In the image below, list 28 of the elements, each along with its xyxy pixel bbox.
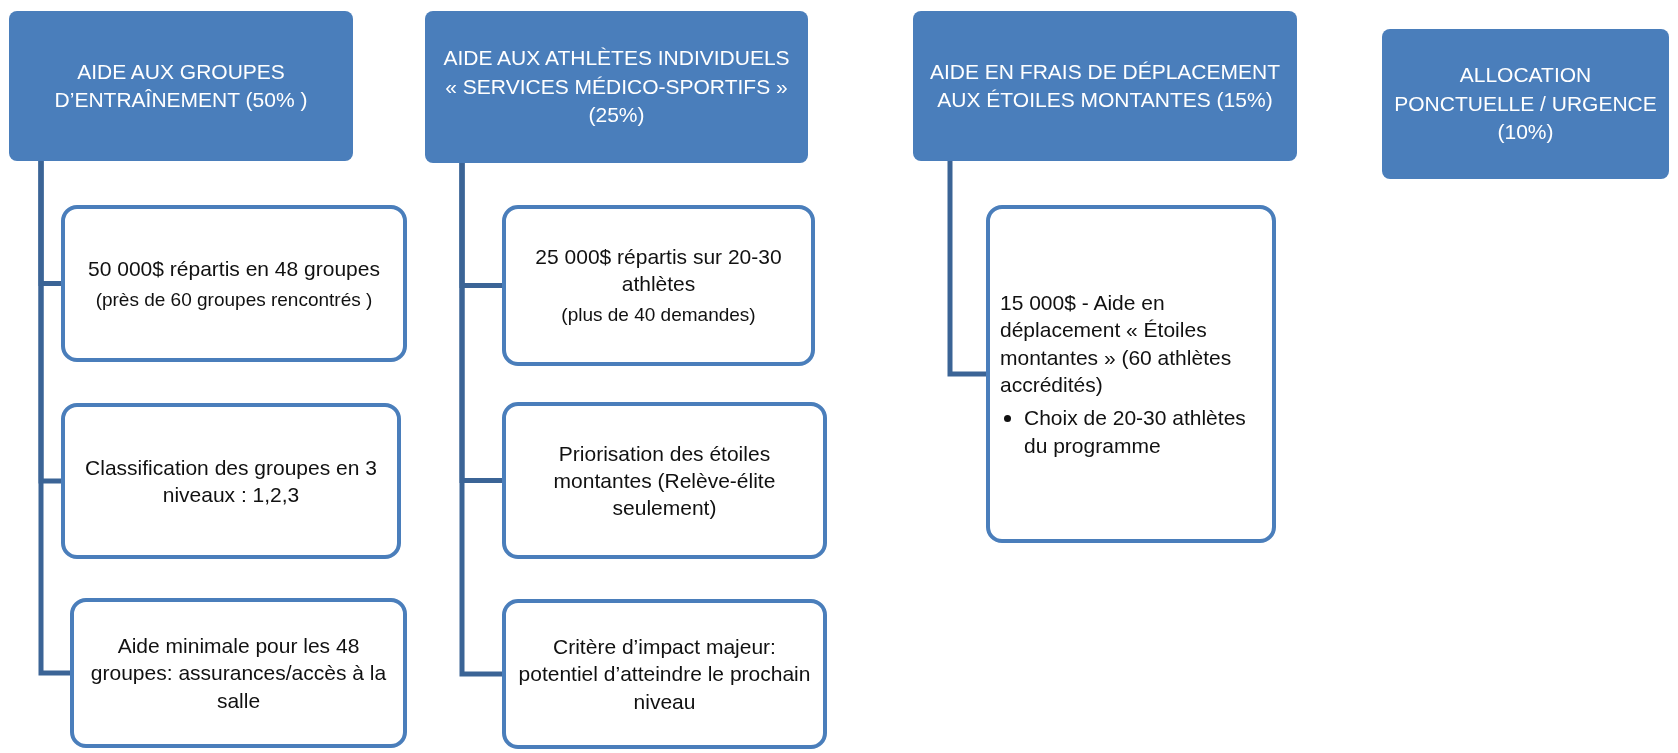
- bullet-item: Choix de 20-30 athlètes du programme: [1000, 404, 1262, 459]
- detail-box: [986, 205, 1276, 543]
- category-title: AIDE AUX ATHLÈTES INDIVIDUELS « SERVICES MÉDICO-SPORTIFS » (25%): [442, 45, 791, 129]
- detail-box: [502, 402, 827, 559]
- detail-text: Classification des groupes en 3 niveaux : 1,2,3: [84, 454, 378, 508]
- detail-box: [61, 205, 407, 362]
- detail-text: Critère d’impact majeur: potentiel d’atteindre le prochain niveau: [517, 634, 812, 715]
- detail-box: [502, 599, 827, 749]
- category-title: AIDE AUX GROUPES D’ENTRAÎNEMENT (50% ): [53, 58, 309, 113]
- detail-box: [502, 205, 815, 366]
- detail-text: 50 000$ répartis en 48 groupes: [88, 255, 380, 282]
- category-title: ALLOCATION PONCTUELLE / URGENCE (10%): [1393, 62, 1658, 146]
- detail-note: (près de 60 groupes rencontrés ): [95, 287, 373, 312]
- detail-text: Aide minimale pour les 48 groupes: assurances/accès à la salle: [89, 633, 388, 714]
- detail-box: [61, 403, 401, 559]
- category-box: [913, 11, 1297, 161]
- connector-line: [38, 161, 70, 676]
- detail-box: [70, 598, 407, 748]
- detail-note: (plus de 40 demandes): [561, 303, 756, 328]
- detail-text: 15 000$ - Aide en déplacement « Étoiles montantes » (60 athlètes accrédités): [1000, 290, 1233, 398]
- category-box: [9, 11, 353, 161]
- connector-line: [459, 163, 502, 677]
- detail-text: 25 000$ répartis sur 20-30 athlètes: [534, 243, 783, 298]
- category-box: [1382, 29, 1669, 179]
- connector-line: [947, 161, 986, 377]
- detail-text: Priorisation des étoiles montantes (Relève-élite seulement): [552, 440, 777, 522]
- category-box: [425, 11, 808, 163]
- category-title: AIDE EN FRAIS DE DÉPLACEMENT AUX ÉTOILES MONTANTES (15%): [928, 58, 1282, 113]
